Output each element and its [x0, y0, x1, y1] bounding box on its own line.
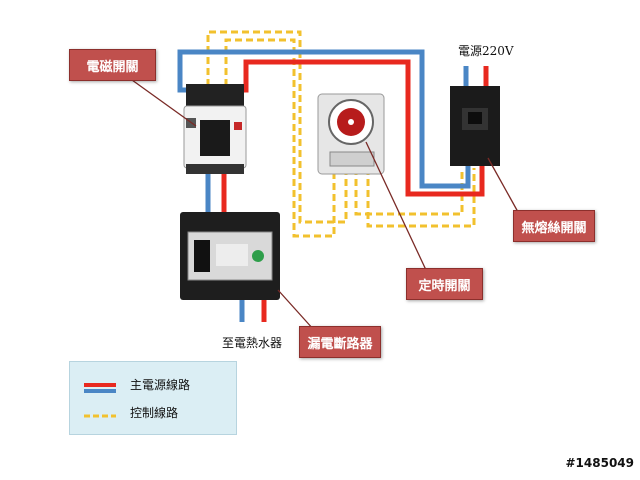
watermark: #1485049: [565, 456, 634, 470]
legend: 主電源線路 控制線路: [69, 361, 237, 435]
breaker-device: [450, 86, 500, 166]
rcd-label: 漏電斷路器: [299, 326, 381, 358]
breaker-label: 無熔絲開關: [513, 210, 595, 242]
contactor-label: 電磁開關: [69, 49, 156, 81]
power-source-label: 電源220V: [458, 44, 514, 58]
control-wiring: [206, 30, 476, 238]
legend-control-row: 控制線路: [84, 404, 178, 421]
legend-main-label: 主電源線路: [130, 378, 191, 392]
callout-leaders: [131, 79, 519, 331]
rcd-device: [180, 212, 280, 300]
contactor-device: [183, 84, 247, 174]
heater-label: 至電熱水器: [222, 336, 283, 350]
timer-label: 定時開關: [406, 268, 483, 300]
legend-main-row: 主電源線路: [84, 376, 190, 393]
legend-control-label: 控制線路: [130, 406, 179, 420]
timer-device: [317, 93, 385, 175]
control-swatch: [84, 407, 116, 419]
main-power-swatch: [84, 379, 116, 393]
